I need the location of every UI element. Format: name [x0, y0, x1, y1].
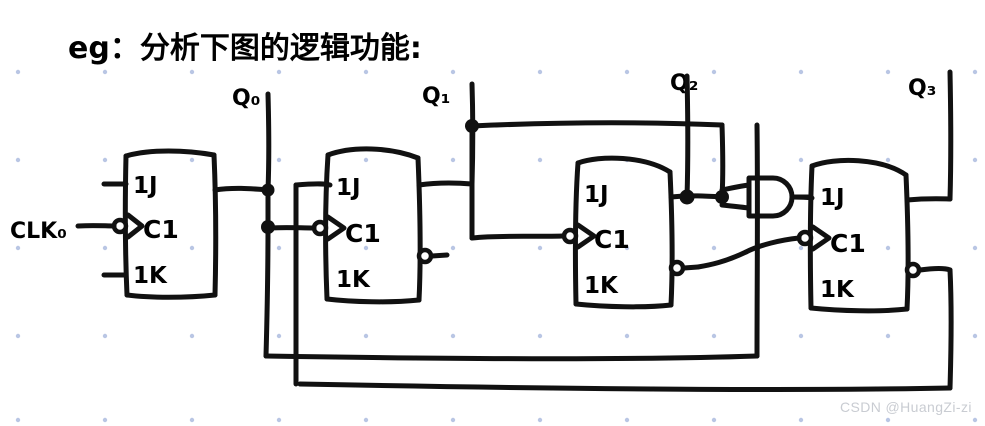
ff1-output-inversion-bubble	[416, 247, 434, 265]
ff3-pin-j: 1J	[820, 185, 845, 211]
ff1-pin-clk: C1	[345, 219, 381, 248]
ff2-clock-edge-wedge	[575, 222, 597, 250]
ff1-top-edge	[325, 146, 421, 161]
ff3-top-edge	[809, 157, 909, 178]
wire-top-bus-right	[469, 120, 725, 129]
wire-and-out-to-ff3-j	[789, 194, 815, 201]
ff2-right-edge	[667, 169, 675, 308]
ff3-clock-edge-wedge	[810, 224, 832, 252]
ff2-pin-k: 1K	[584, 273, 619, 299]
ff2-output-inversion-bubble	[668, 259, 686, 277]
ff1-pin-k: 1K	[336, 267, 371, 293]
ff2-pin-clk: C1	[594, 225, 630, 254]
wire-q0-down-long	[263, 223, 271, 359]
ff1-pin-j: 1J	[336, 175, 361, 201]
ff1-inverted-output	[416, 247, 450, 265]
output-label-q2: Q₂	[670, 71, 698, 96]
wire-q2-riser	[684, 73, 691, 200]
wire-ff1-q-to-q1node	[416, 180, 475, 188]
wire-ff1-j-in	[293, 181, 333, 188]
ff3-clock-input	[796, 224, 832, 252]
ff1-clock-edge-wedge	[325, 214, 347, 242]
output-label-q1: Q₁	[422, 84, 450, 109]
ff2-pin-j: 1J	[584, 182, 609, 208]
output-label-q3: Q₃	[908, 76, 936, 101]
flipflop-1[interactable]	[323, 146, 423, 305]
watermark-text: CSDN @HuangZi-zi	[840, 399, 972, 415]
wire-bottom-bus-lower	[297, 381, 953, 392]
ff3-right-edge	[903, 172, 911, 312]
wire-q0-riser-top	[265, 91, 272, 193]
ff3-bottom-edge	[808, 305, 910, 314]
output-label-q0: Q₀	[232, 86, 260, 111]
grid-dots	[15, 69, 978, 423]
ff0-pin-k: 1K	[133, 263, 168, 289]
wire-q1-to-ff2-clk	[469, 233, 565, 241]
ff3-pin-clk: C1	[830, 229, 866, 258]
ff0-clock-edge-wedge	[125, 212, 145, 240]
wire-top-bus-down	[719, 122, 726, 200]
ff2-top-edge	[575, 155, 673, 175]
junction-q0-clkbus	[261, 220, 275, 234]
wiring	[75, 69, 954, 392]
ff1-bottom-edge	[324, 296, 422, 305]
wire-ff3-qbar-out	[917, 266, 953, 273]
wire-right-feedback-down	[947, 267, 954, 391]
ff3-output-inversion-bubble	[904, 261, 922, 279]
page-title: eg：分析下图的逻辑功能:	[68, 31, 422, 66]
wire-ff3-q-out	[904, 196, 953, 203]
wire-to-ff3-clk	[743, 235, 802, 255]
ff0-pin-j: 1J	[133, 173, 158, 199]
ff3-inverted-output	[904, 261, 922, 279]
ff3-pin-k: 1K	[820, 277, 855, 303]
ff0-right-edge	[211, 152, 219, 298]
ff0-bottom-edge	[124, 292, 218, 300]
wire-ff2-qbar-seg	[695, 249, 749, 270]
ff0-pin-clk: C1	[143, 215, 179, 244]
wire-and-in-lower	[719, 202, 752, 211]
wire-bottom-bus-upper	[263, 353, 760, 362]
wire-q3-riser	[947, 69, 954, 202]
junction-q2	[679, 189, 695, 205]
ff0-top-edge	[123, 148, 217, 159]
junction-q0-top	[261, 183, 275, 197]
clock-input-label: CLK₀	[10, 219, 67, 244]
ff2-clock-inversion-bubble	[561, 227, 579, 245]
ff2-bottom-edge	[573, 301, 674, 310]
wire-and-in-upper	[719, 182, 752, 193]
wire-ff2-q-to-node	[668, 193, 725, 200]
ff1-right-edge	[415, 155, 423, 303]
ff1-output-stub	[429, 252, 450, 259]
